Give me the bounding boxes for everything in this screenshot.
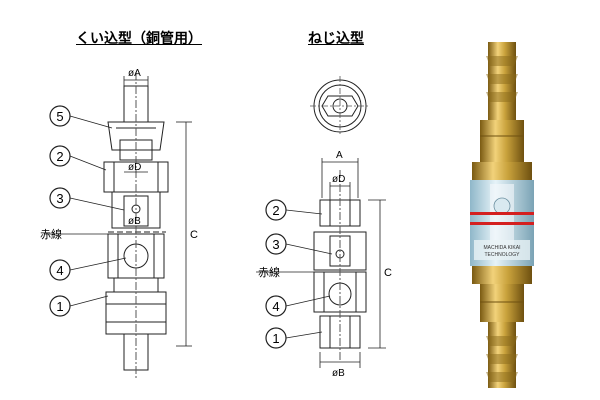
photo-top-nut (480, 120, 524, 162)
center-dim-b: øB (332, 368, 345, 379)
center-callout-1: 1 (265, 327, 323, 349)
left-callout-5: 5 (49, 105, 113, 129)
left-callout-4-text: 4 (56, 263, 63, 278)
center-callouts: 2 3 4 1 (256, 199, 333, 349)
center-callout-4: 4 (265, 295, 331, 317)
photo-red-line-1 (470, 212, 534, 215)
left-nut-5 (107, 121, 165, 151)
photo-top-barb (486, 42, 518, 120)
center-callout-2-text: 2 (272, 203, 279, 218)
left-callout-2-text: 2 (56, 149, 63, 164)
center-dim-d: øD (332, 174, 345, 185)
center-drawing-title: ねじ込型 (308, 30, 364, 46)
left-dim-c: C (190, 229, 198, 241)
left-callout-2: 2 (49, 145, 107, 171)
product-photo: MACHIDA KIKAI TECHNOLOGY (470, 42, 534, 388)
center-callout-3: 3 (265, 233, 333, 255)
center-callout-2: 2 (265, 199, 323, 221)
left-callout-3-text: 3 (56, 191, 63, 206)
photo-bottom-barb (486, 322, 518, 388)
center-dim-a: A (336, 150, 343, 161)
center-red-line-label: 赤線 (258, 265, 280, 279)
photo-label-plate (474, 240, 530, 260)
photo-ball (493, 197, 511, 215)
left-fitting-drawing (103, 72, 192, 380)
left-dim-d: øD (128, 162, 141, 173)
left-callout-3: 3 (49, 187, 125, 211)
center-dim-c: C (384, 267, 392, 279)
left-callout-1: 1 (49, 295, 109, 317)
center-callout-4-text: 4 (272, 299, 279, 314)
photo-label-line1: MACHIDA KIKAI (484, 245, 521, 251)
photo-bottom-nut (480, 284, 524, 322)
photo-bottom-collar (472, 266, 532, 284)
left-dim-b: øB (128, 216, 141, 227)
photo-red-line-2 (470, 222, 534, 225)
center-callout-3-text: 3 (272, 237, 279, 252)
left-nut-1 (105, 291, 167, 335)
left-callout-5-text: 5 (56, 109, 63, 124)
photo-top-collar (472, 162, 532, 180)
left-callout-1-text: 1 (56, 299, 63, 314)
left-callout-4: 4 (49, 257, 127, 281)
center-callout-1-text: 1 (272, 331, 279, 346)
left-red-line-label: 赤線 (40, 227, 62, 241)
center-end-view (310, 76, 370, 136)
left-drawing-title: くい込型（銅管用） (76, 30, 202, 46)
photo-label-line2: TECHNOLOGY (484, 252, 520, 258)
left-dim-a: øA (128, 68, 141, 79)
left-callouts: 5 2 3 4 1 (44, 105, 127, 317)
center-fitting-drawing (310, 76, 386, 368)
